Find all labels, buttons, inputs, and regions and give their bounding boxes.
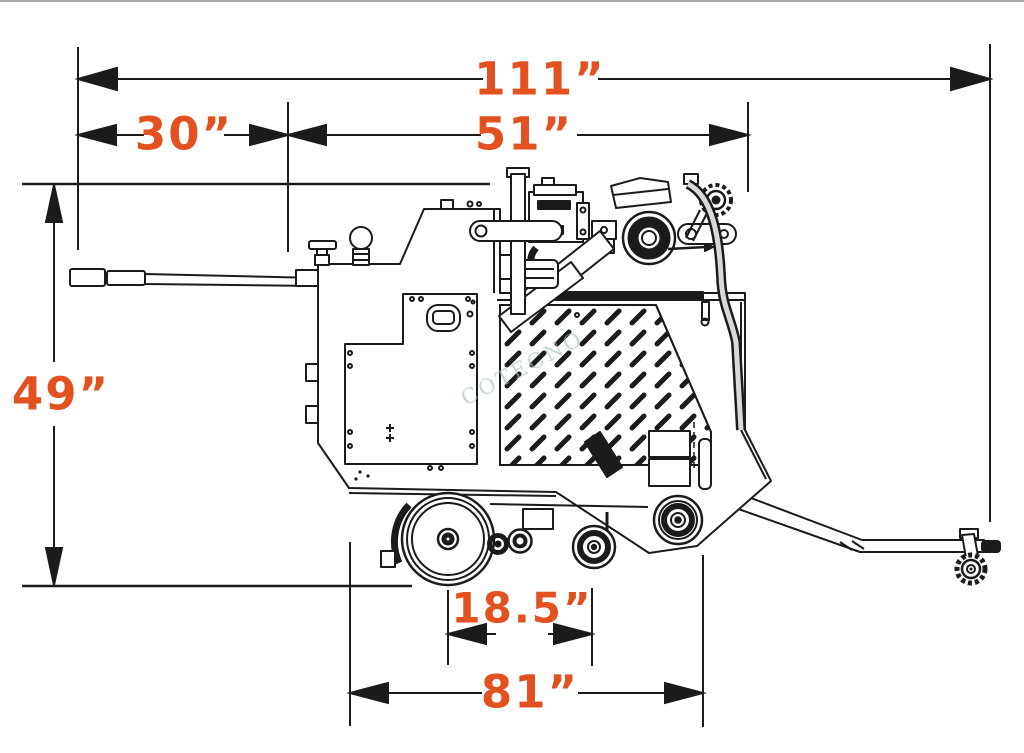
handle-post [469, 167, 737, 315]
control-knobs [308, 199, 482, 266]
rear-equipment-boxes [466, 310, 712, 490]
dimension-handle-overhang [74, 102, 292, 252]
dim-label-handle-overhang: 30” [135, 108, 233, 161]
dimension-overall-height [44, 184, 64, 586]
dim-label-overall-length: 111” [474, 53, 606, 106]
dimension-base-length [346, 542, 707, 727]
dim-label-inner-span: 18.5” [451, 584, 592, 633]
mid-rollers [487, 524, 617, 570]
dimension-inner-span [444, 588, 596, 666]
reference-lines [22, 182, 490, 588]
dim-label-overall-height: 49” [12, 368, 110, 421]
dim-label-base-length: 81” [481, 666, 579, 719]
rear-tube [685, 179, 746, 431]
caster-wheel [954, 528, 988, 586]
front-wheel [380, 491, 496, 587]
dimension-annotations [22, 44, 994, 727]
dim-label-upper-span: 51” [475, 108, 573, 161]
rear-wheel [652, 494, 704, 546]
machine-drawing [69, 167, 1001, 587]
access-panel [344, 293, 478, 471]
tow-bar [726, 491, 1001, 553]
engine-assembly [498, 177, 714, 333]
dimension-labels: 111” 30” 51” 49” 18.5” 81” [12, 53, 606, 719]
vent-panel [499, 304, 712, 470]
dimension-overall-length [74, 44, 994, 522]
dimension-upper-span [284, 102, 752, 192]
push-handle [69, 268, 319, 287]
